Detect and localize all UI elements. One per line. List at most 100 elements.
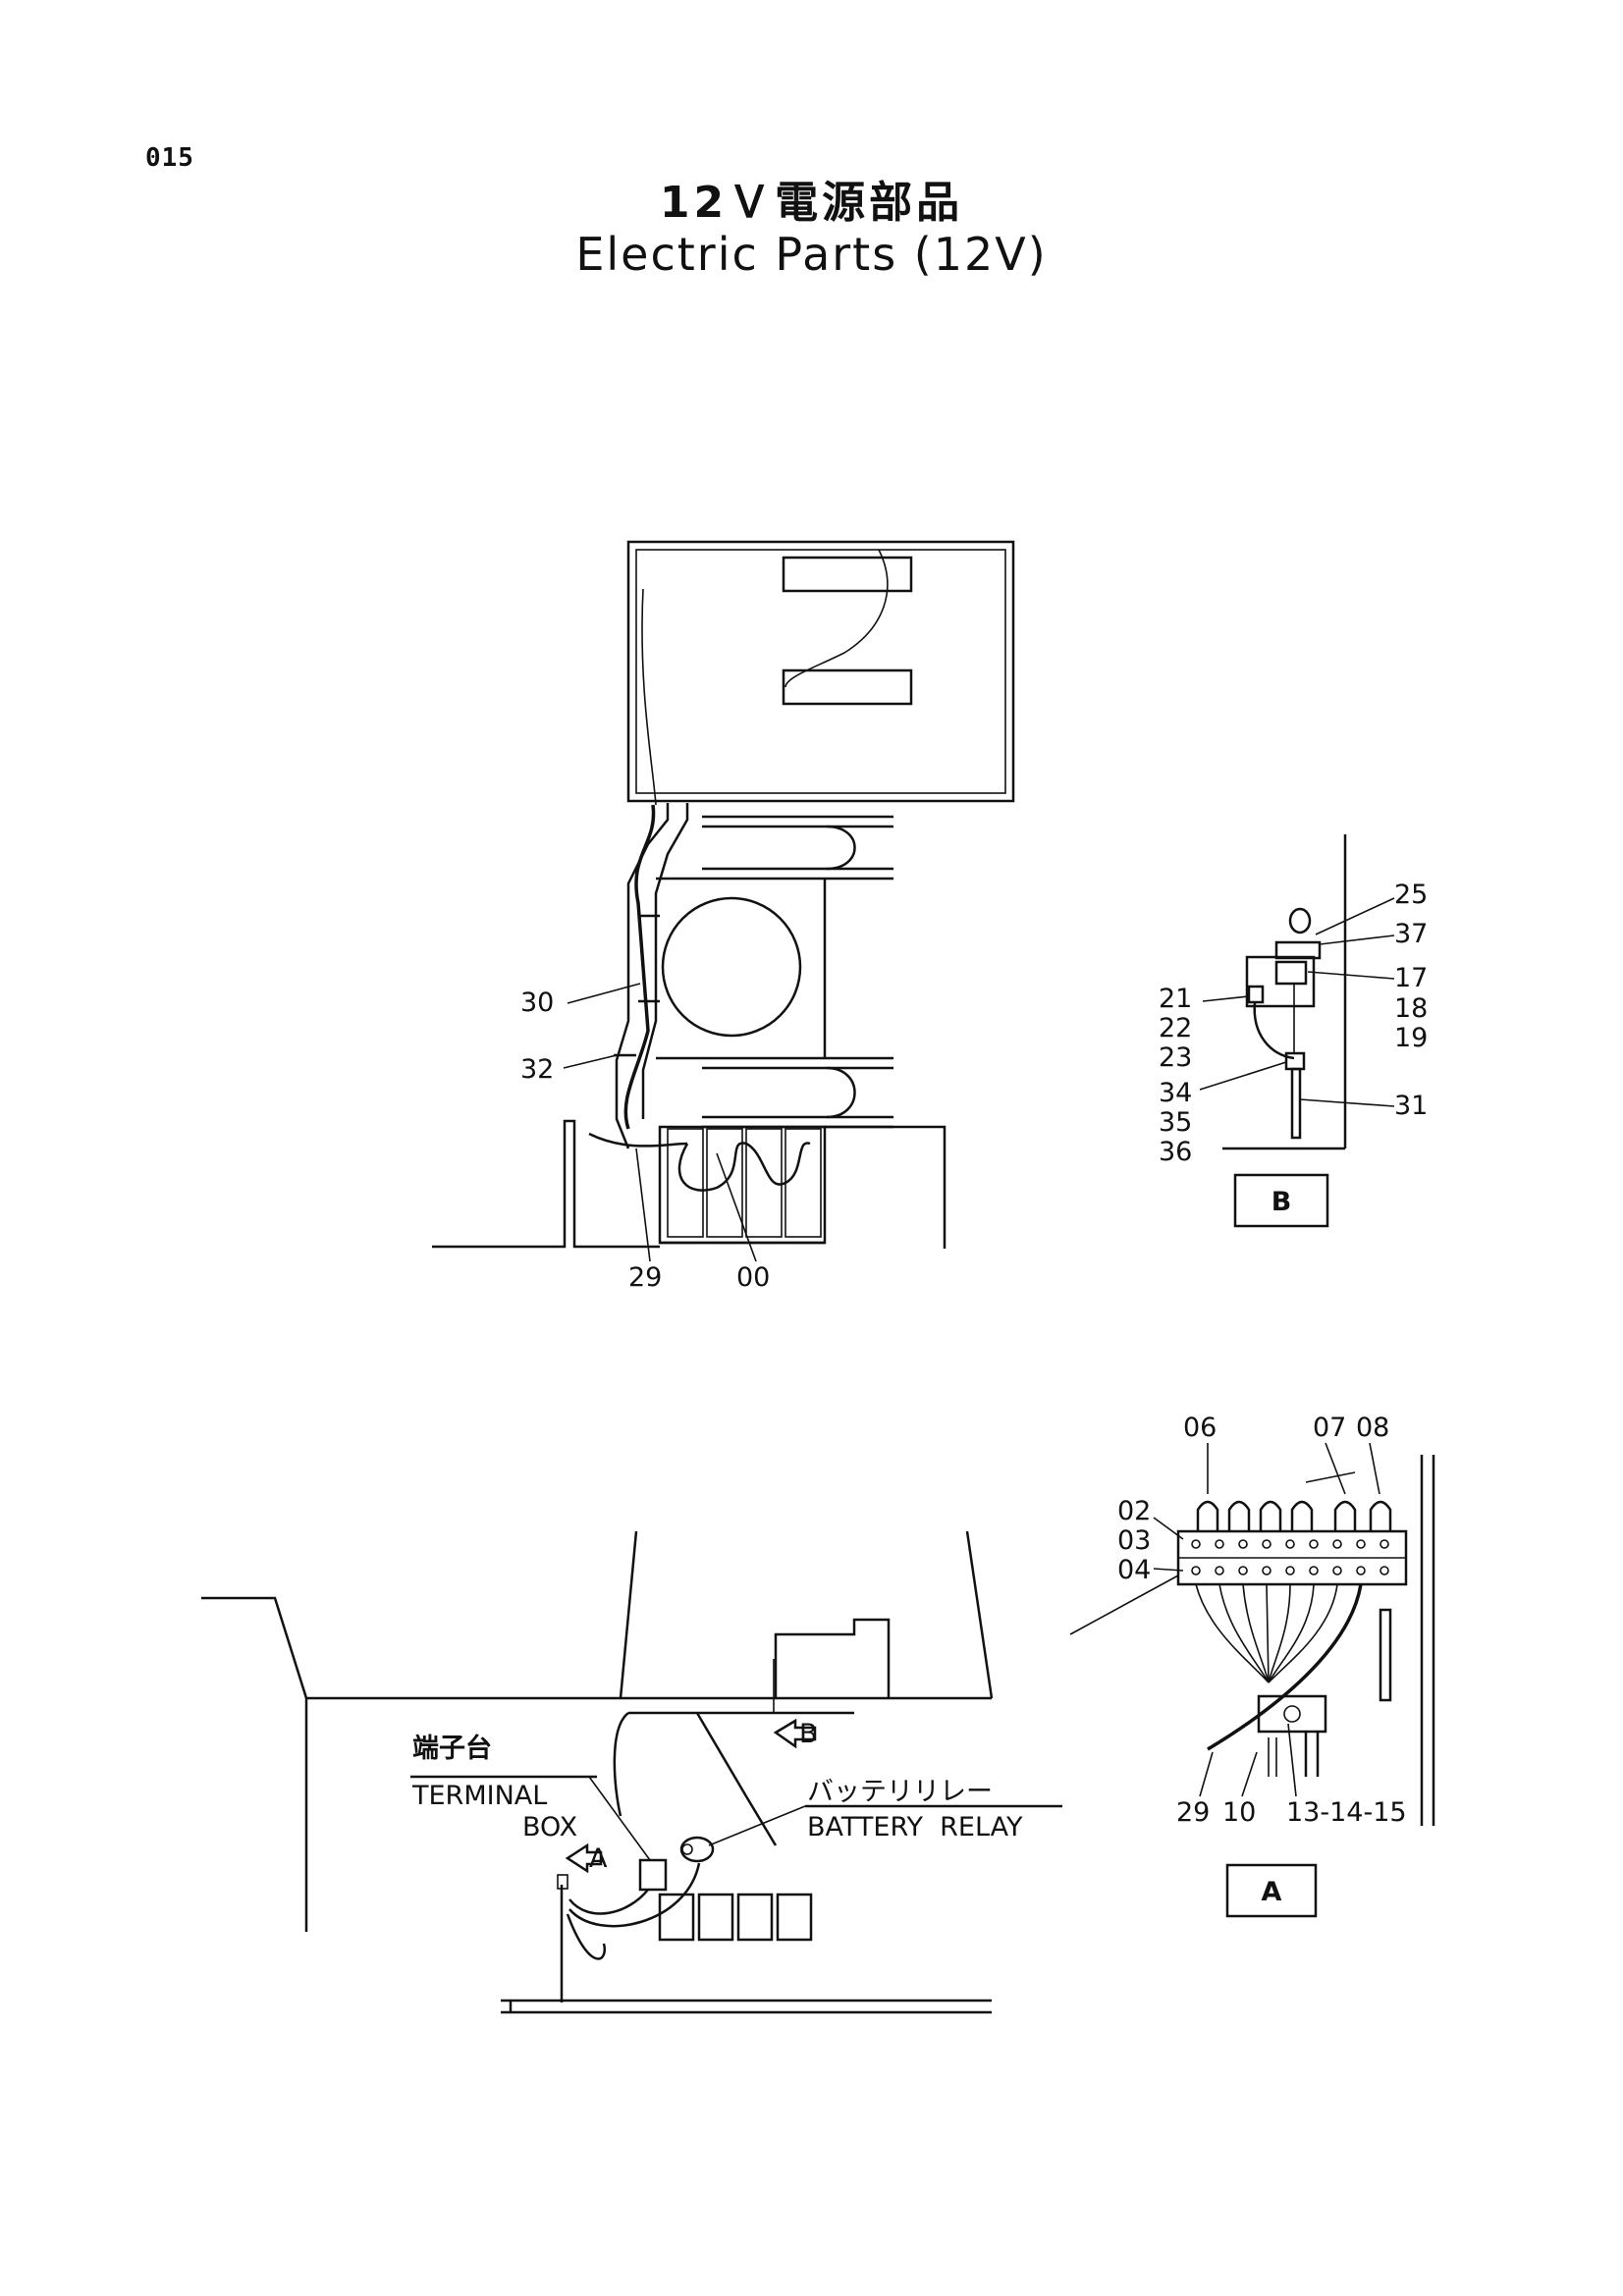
battery-relay xyxy=(679,1836,715,1863)
callout-06: 06 xyxy=(1183,1413,1217,1443)
side-battery-2 xyxy=(697,1893,734,1942)
battery-3 xyxy=(745,1128,783,1238)
roller-2 xyxy=(826,1066,856,1119)
clamp-bolt xyxy=(1283,1705,1301,1723)
fuse-cap-08 xyxy=(1369,1500,1392,1531)
part-34 xyxy=(1284,1051,1306,1071)
wire-2 xyxy=(1218,1583,1270,1683)
leader-32 xyxy=(563,1054,618,1069)
side-cab-left xyxy=(619,1530,638,1699)
part-21 xyxy=(1247,985,1265,1004)
callout-21: 21 xyxy=(1159,984,1192,1014)
leader-battery-relay xyxy=(708,1805,806,1846)
side-cable-2 xyxy=(568,1862,701,1928)
wire-7 xyxy=(1268,1583,1338,1683)
fuse-cap-06 xyxy=(1196,1500,1219,1531)
cab-inner-outline xyxy=(635,549,1006,794)
fuse-cap-4 xyxy=(1290,1500,1314,1531)
view-arrow-a-label: A xyxy=(589,1843,608,1874)
relay-bracket xyxy=(1245,955,1316,1008)
leader-10 xyxy=(1241,1751,1258,1797)
wire-1 xyxy=(1195,1583,1270,1683)
side-cable-loop xyxy=(566,1913,607,1960)
callout-35: 35 xyxy=(1159,1107,1192,1138)
callout-10: 10 xyxy=(1222,1797,1256,1828)
leader-13 xyxy=(1287,1723,1297,1797)
harness-30 xyxy=(623,804,656,1130)
battery-cables xyxy=(677,1142,811,1192)
detail-b: 25 37 17 18 19 21 22 23 34 35 36 31 B xyxy=(1159,834,1428,1228)
side-cab-right xyxy=(965,1530,994,1699)
leader-terminal-box xyxy=(588,1776,651,1861)
battery-2 xyxy=(706,1128,743,1238)
leader-25 xyxy=(1315,897,1395,935)
callout-00: 00 xyxy=(736,1262,770,1293)
leader-29-a xyxy=(1199,1751,1214,1797)
side-left-body xyxy=(201,1596,308,1932)
leader-31 xyxy=(1299,1098,1395,1107)
callout-30: 30 xyxy=(520,988,554,1018)
battery-1 xyxy=(667,1128,704,1238)
callout-03: 03 xyxy=(1117,1525,1151,1556)
page-title-japanese: 12Ｖ電源部品 xyxy=(659,178,964,228)
leader-34 xyxy=(1199,1061,1287,1091)
wire-4 xyxy=(1266,1583,1270,1683)
part-25 xyxy=(1288,907,1312,934)
side-view-drawing: B A 端子台 TERMINAL BOX バッテリリレー BATTERY RE xyxy=(201,1530,1062,2014)
side-harness-2 xyxy=(695,1712,778,1846)
side-battery-4 xyxy=(776,1893,813,1942)
clamp-bracket xyxy=(1257,1694,1327,1734)
detail-b-tag xyxy=(1233,1173,1329,1228)
terminal-box xyxy=(638,1858,668,1892)
leader-strip xyxy=(1069,1575,1179,1635)
cable-29 xyxy=(1207,1583,1363,1751)
callout-18: 18 xyxy=(1394,993,1428,1024)
callout-36: 36 xyxy=(1159,1137,1192,1167)
leader-29 xyxy=(635,1148,651,1262)
view-arrow-b xyxy=(773,1718,817,1749)
callout-25: 25 xyxy=(1394,880,1428,910)
callout-13-14-15: 13-14-15 xyxy=(1286,1797,1407,1828)
callout-31: 31 xyxy=(1394,1091,1428,1121)
terminal-box-label-en-1: TERMINAL xyxy=(411,1781,547,1811)
lower-panel xyxy=(782,668,913,706)
leader-08 xyxy=(1369,1442,1380,1495)
view-arrow-a xyxy=(565,1842,603,1874)
callout-17: 17 xyxy=(1394,963,1428,993)
ground-strap xyxy=(1379,1608,1392,1702)
battery-relay-terminal xyxy=(681,1843,693,1855)
callout-34: 34 xyxy=(1159,1078,1192,1108)
wire-6 xyxy=(1268,1583,1315,1683)
terminal-box-label-jp: 端子台 xyxy=(412,1733,492,1764)
callout-22: 22 xyxy=(1159,1013,1192,1043)
part-31 xyxy=(1290,1067,1302,1140)
leader-30 xyxy=(567,983,641,1004)
cab-left-harness xyxy=(641,588,657,806)
wire-3 xyxy=(1242,1583,1270,1683)
page-title-english: Electric Parts (12V) xyxy=(575,228,1048,281)
base-right xyxy=(825,1125,947,1249)
roller-1 xyxy=(826,825,856,871)
callout-04: 04 xyxy=(1117,1555,1151,1585)
fuse-cap-07 xyxy=(1333,1500,1357,1531)
callout-07: 07 xyxy=(1313,1413,1346,1443)
detail-b-wire xyxy=(1253,1001,1295,1060)
leader-04 xyxy=(1153,1568,1184,1572)
upper-panel xyxy=(782,556,913,593)
cab-outline xyxy=(626,540,1015,803)
callout-32: 32 xyxy=(520,1054,554,1085)
part-17 xyxy=(1274,960,1308,986)
detail-a: 06 07 08 02 03 04 29 10 13-14-15 A xyxy=(1069,1413,1435,1918)
leader-07 xyxy=(1325,1442,1346,1495)
leader-07b xyxy=(1305,1471,1356,1483)
callout-08: 08 xyxy=(1356,1413,1389,1443)
battery-relay-label-jp: バッテリリレー xyxy=(807,1777,993,1807)
callout-29-a: 29 xyxy=(1176,1797,1210,1828)
detail-b-tag-label: B xyxy=(1271,1187,1292,1217)
leader-21 xyxy=(1202,995,1250,1002)
view-arrow-b-label: B xyxy=(799,1719,818,1749)
page-number: 015 xyxy=(145,143,194,173)
side-post-cap xyxy=(557,1874,568,1890)
detail-a-tag xyxy=(1225,1863,1318,1918)
top-view-drawing: 30 32 29 00 xyxy=(432,540,1015,1293)
